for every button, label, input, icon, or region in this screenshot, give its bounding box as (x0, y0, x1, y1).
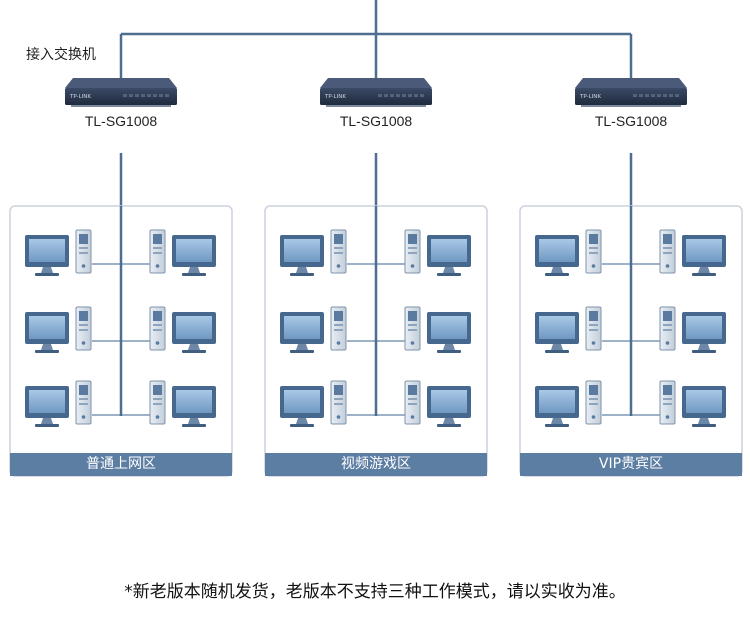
pc-tower-icon (659, 306, 676, 351)
pc-tower-icon (659, 380, 676, 425)
monitor-icon (25, 386, 69, 427)
monitor-icon (427, 386, 471, 427)
switch-brand-text: TP-LINK (579, 94, 601, 100)
pc-tower-icon (659, 229, 676, 274)
pc-tower-icon (75, 306, 92, 351)
monitor-icon (280, 235, 324, 276)
pc-tower-icon (330, 229, 347, 274)
zone-label-bar (520, 453, 742, 476)
zone-label-bar (10, 453, 232, 476)
zone-label-gaming: 视频游戏区 (341, 456, 411, 472)
switch-device: TP-LINK (575, 78, 687, 107)
monitor-icon (682, 235, 726, 276)
footnote: *新老版本随机发货，老版本不支持三种工作模式，请以实收为准。 (124, 582, 626, 602)
pc-tower-icon (149, 380, 166, 425)
switch-device: TP-LINK (65, 78, 177, 107)
monitor-icon (427, 235, 471, 276)
network-zone (519, 205, 743, 477)
pc-tower-icon (330, 306, 347, 351)
monitor-icon (280, 386, 324, 427)
switch-brand-text: TP-LINK (324, 94, 346, 100)
monitor-icon (427, 312, 471, 353)
switch-model-label: TL-SG1008 (594, 113, 668, 129)
pc-tower-icon (149, 306, 166, 351)
pc-tower-icon (404, 380, 421, 425)
zone-label-bar (265, 453, 487, 476)
monitor-icon (172, 386, 216, 427)
pc-tower-icon (149, 229, 166, 274)
pc-tower-icon (404, 229, 421, 274)
zone-label-regular: 普通上网区 (86, 456, 156, 472)
monitor-icon (535, 386, 579, 427)
monitor-icon (682, 386, 726, 427)
uplink-lines (119, 0, 633, 80)
monitor-icon (682, 312, 726, 353)
monitor-icon (172, 235, 216, 276)
monitor-icon (25, 312, 69, 353)
pc-tower-icon (75, 229, 92, 274)
monitor-icon (172, 312, 216, 353)
switch-device: TP-LINK (320, 78, 432, 107)
zone-label-vip: VIP贵宾区 (598, 456, 664, 472)
pc-tower-icon (585, 380, 602, 425)
pc-tower-icon (585, 229, 602, 274)
network-zone (264, 205, 488, 477)
pc-tower-icon (404, 306, 421, 351)
monitor-icon (535, 235, 579, 276)
monitor-icon (535, 312, 579, 353)
switch-brand-text: TP-LINK (69, 94, 91, 100)
switch-model-label: TL-SG1008 (84, 113, 158, 129)
network-zone (9, 205, 233, 477)
pc-tower-icon (330, 380, 347, 425)
switch-model-label: TL-SG1008 (339, 113, 413, 129)
monitor-icon (25, 235, 69, 276)
pc-tower-icon (585, 306, 602, 351)
monitor-icon (280, 312, 324, 353)
access-switch-label: 接入交换机 (26, 47, 96, 63)
pc-tower-icon (75, 380, 92, 425)
